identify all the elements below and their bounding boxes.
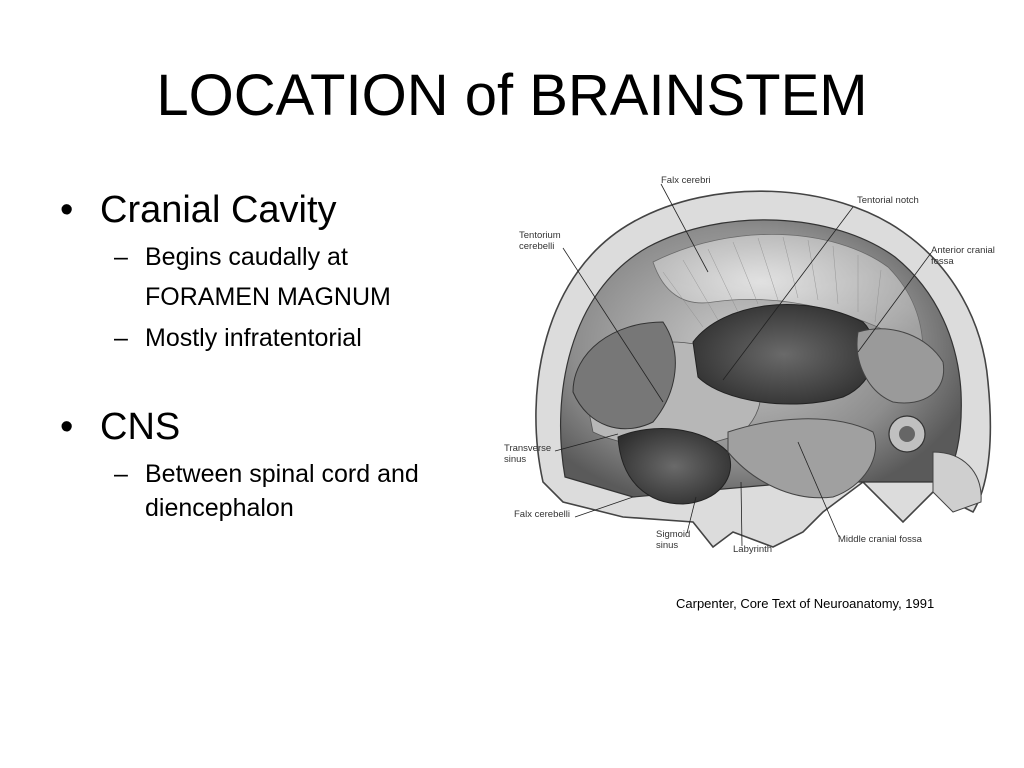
bullet-text: CNS [100,406,181,448]
leader-lines [554,183,932,547]
sub-bullet-line: diencephalon [145,494,294,522]
bullet-cns: • CNS [60,404,181,450]
sub-bullet-between: – Between spinal cord and [114,454,419,494]
posterior-fossa [572,321,676,430]
bullet-glyph: • [60,189,74,231]
label-anterior-fossa-line1: Anterior cranial [931,245,995,256]
label-falx-cerebelli: Falx cerebelli [514,509,570,520]
orbit-inner [899,426,915,442]
label-sigmoid-line2: sinus [656,540,678,551]
bullet-cranial-cavity: • Cranial Cavity [60,187,337,233]
middle-cranial-fossa [727,418,877,499]
sub-bullet-line: Mostly infratentorial [145,324,362,352]
sub-bullet-line: FORAMEN MAGNUM [145,283,391,311]
anterior-cranial-fossa [856,328,945,404]
label-tentorial-notch: Tentorial notch [857,195,919,206]
label-tentorium-line2: cerebelli [519,241,554,252]
sub-bullet-continuation: FORAMEN MAGNUM [145,277,391,317]
sub-bullet-begins-caudally: – Begins caudally at [114,237,348,277]
bullet-text: Cranial Cavity [100,189,337,231]
label-transverse-line2: sinus [504,454,526,465]
skull-sagittal-illustration: Falx cerebri Tentorial notch Tentorium c… [504,175,995,555]
dash-glyph: – [114,460,128,488]
label-tentorium-line1: Tentorium [519,230,561,241]
label-anterior-fossa-line2: fossa [931,256,954,267]
cerebellar-fossa [617,428,732,505]
dash-glyph: – [114,243,128,271]
sub-bullet-infratentorial: – Mostly infratentorial [114,318,362,358]
label-middle-cranial-fossa: Middle cranial fossa [838,534,923,545]
label-falx-cerebri: Falx cerebri [661,175,711,186]
sub-bullet-continuation: diencephalon [145,488,294,528]
bullet-glyph: • [60,406,74,448]
slide-title: LOCATION of BRAINSTEM [156,63,868,128]
figure-caption: Carpenter, Core Text of Neuroanatomy, 19… [676,596,935,611]
label-sigmoid-line1: Sigmoid [656,529,690,540]
maxilla [932,451,982,513]
tentorial-notch [692,304,876,405]
label-labyrinth: Labyrinth [733,544,772,555]
label-transverse-line1: Transverse [504,443,551,454]
membrane-hatching [662,236,882,328]
dash-glyph: – [114,324,128,352]
sub-bullet-line: Between spinal cord and [145,460,419,488]
sub-bullet-line: Begins caudally at [145,243,348,271]
